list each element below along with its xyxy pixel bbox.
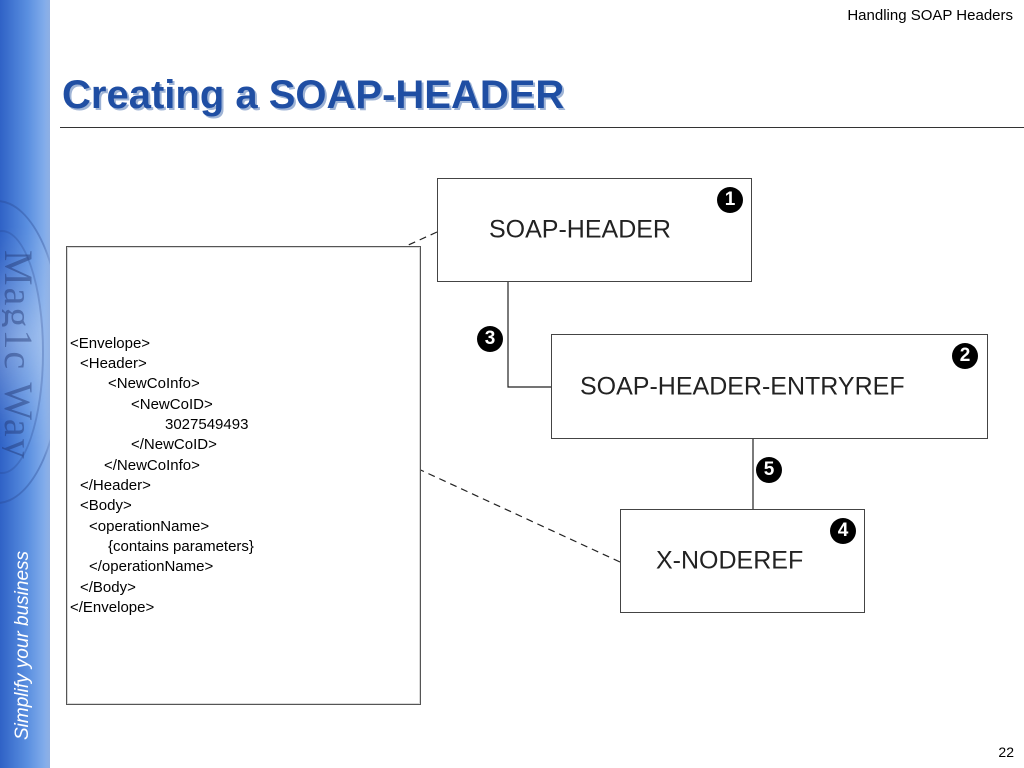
step-badge-3: 3 xyxy=(477,326,503,352)
node-soap-header-entryref: SOAP-HEADER-ENTRYREF xyxy=(551,334,988,439)
node-soap-header: SOAP-HEADER xyxy=(437,178,752,282)
xml-line: </Envelope> xyxy=(70,599,155,616)
xml-line: <NewCoID> xyxy=(131,396,213,413)
step-badge-5: 5 xyxy=(756,457,782,483)
node-label: SOAP-HEADER xyxy=(489,215,671,244)
node-label: SOAP-HEADER-ENTRYREF xyxy=(580,372,905,400)
xml-line: <Body> xyxy=(80,497,132,514)
xml-line: </NewCoInfo> xyxy=(104,457,200,474)
step-badge-4: 4 xyxy=(830,518,856,544)
connector-header-to-entryref xyxy=(507,282,552,388)
xml-sample-panel: <Envelope> <Header> <NewCoInfo> <NewCoID… xyxy=(66,246,421,705)
xml-line: </Body> xyxy=(80,579,136,596)
step-badge-1: 1 xyxy=(717,187,743,213)
step-badge-2: 2 xyxy=(952,343,978,369)
slide-header-label: Handling SOAP Headers xyxy=(847,7,1013,24)
xml-line: </operationName> xyxy=(89,558,214,575)
page-number: 22 xyxy=(998,744,1014,760)
xml-line: <operationName> xyxy=(89,518,210,535)
title-divider xyxy=(60,127,1024,128)
xml-line: 3027549493 xyxy=(165,416,249,433)
xml-line: {contains parameters} xyxy=(108,538,254,555)
xml-line: </Header> xyxy=(80,477,151,494)
sidebar-banner: Mag1c Way Simplify your business xyxy=(0,0,50,768)
node-x-noderef: X-NODEREF xyxy=(620,509,865,613)
xml-line: </NewCoID> xyxy=(131,436,217,453)
xml-line: <NewCoInfo> xyxy=(108,375,200,392)
node-label: X-NODEREF xyxy=(656,546,804,575)
xml-line: <Header> xyxy=(80,355,147,372)
slide-title: Creating a SOAP-HEADER xyxy=(62,73,565,117)
xml-line: <Envelope> xyxy=(70,335,151,352)
